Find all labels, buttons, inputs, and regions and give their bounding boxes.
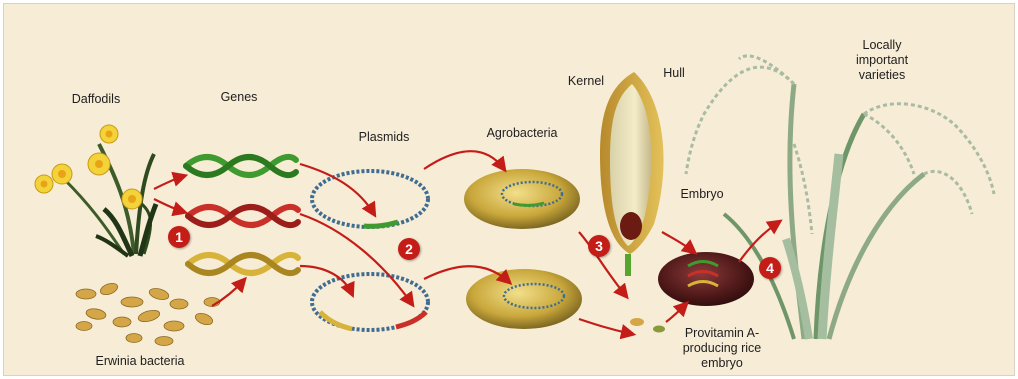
label-plasmids: Plasmids <box>344 130 424 144</box>
gene-helix-yellow <box>188 255 298 273</box>
label-erwinia-bacteria: Erwinia bacteria <box>80 354 200 368</box>
label-embryo: Embryo <box>672 187 732 201</box>
label-provitamin-line1: Provitamin A- <box>672 326 772 340</box>
agrobacterium-bottom <box>466 269 582 329</box>
label-hull: Hull <box>654 66 694 80</box>
plasmid-top <box>312 171 428 227</box>
step-badge-4: 4 <box>759 257 781 279</box>
step-badge-2: 2 <box>398 238 420 260</box>
step-badge-1: 1 <box>168 226 190 248</box>
label-varieties-line1: Locally <box>842 38 922 52</box>
diagram-frame: Daffodils Genes Plasmids Agrobacteria Ke… <box>3 3 1015 376</box>
gene-helix-green <box>186 157 296 175</box>
erwinia-bacteria-illustration <box>76 281 220 345</box>
gene-helix-red <box>188 207 298 225</box>
label-daffodils: Daffodils <box>56 92 136 106</box>
step-badge-3: 3 <box>588 235 610 257</box>
label-varieties-line2: important <box>842 53 922 67</box>
label-provitamin-line2: producing rice <box>672 341 772 355</box>
rice-embryo-illustration <box>630 252 754 333</box>
label-provitamin-line3: embryo <box>672 356 772 370</box>
label-agrobacteria: Agrobacteria <box>462 126 582 140</box>
process-arrows <box>154 151 779 334</box>
label-genes: Genes <box>204 90 274 104</box>
agrobacterium-top <box>464 169 580 229</box>
label-varieties-line3: varieties <box>842 68 922 82</box>
daffodils-illustration <box>35 125 156 256</box>
label-kernel: Kernel <box>556 74 616 88</box>
